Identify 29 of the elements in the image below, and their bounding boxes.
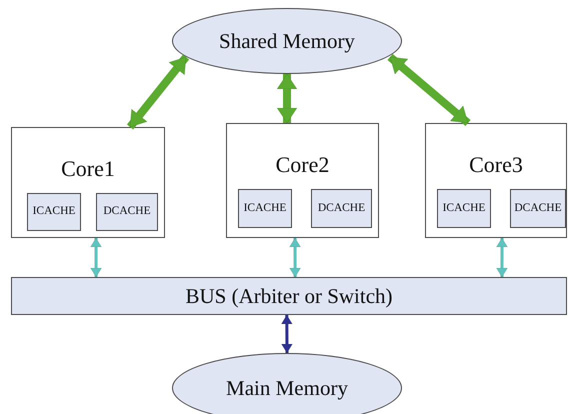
cache-box — [96, 193, 158, 231]
double-arrow — [281, 314, 293, 354]
cache-box — [27, 193, 81, 231]
double-arrow — [90, 238, 102, 278]
node-label: Shared Memory — [219, 30, 355, 52]
node-label: Main Memory — [226, 378, 348, 398]
cache-box — [238, 189, 292, 228]
node-label: DCACHE — [103, 206, 151, 218]
double-arrow — [496, 238, 508, 278]
node-label: DCACHE — [318, 202, 366, 214]
core-box — [226, 123, 379, 238]
node-label: ICACHE — [32, 206, 76, 218]
cache-box — [311, 189, 372, 228]
bus-bar — [11, 277, 567, 315]
node-label: ICACHE — [244, 202, 286, 214]
double-arrow — [126, 54, 190, 130]
cache-box — [437, 189, 491, 228]
node-label: DCACHE — [514, 202, 562, 214]
double-arrow — [387, 54, 471, 126]
node-label: BUS (Arbiter or Switch) — [185, 286, 393, 306]
node-label: ICACHE — [442, 202, 486, 214]
core-box — [11, 127, 165, 238]
cache-box — [510, 189, 566, 228]
core-box — [425, 123, 567, 238]
node-label: Core3 — [469, 154, 523, 176]
node-label: Core1 — [61, 158, 115, 180]
double-arrow — [289, 238, 301, 278]
double-arrow — [276, 74, 298, 124]
node-label: Core2 — [276, 154, 330, 176]
